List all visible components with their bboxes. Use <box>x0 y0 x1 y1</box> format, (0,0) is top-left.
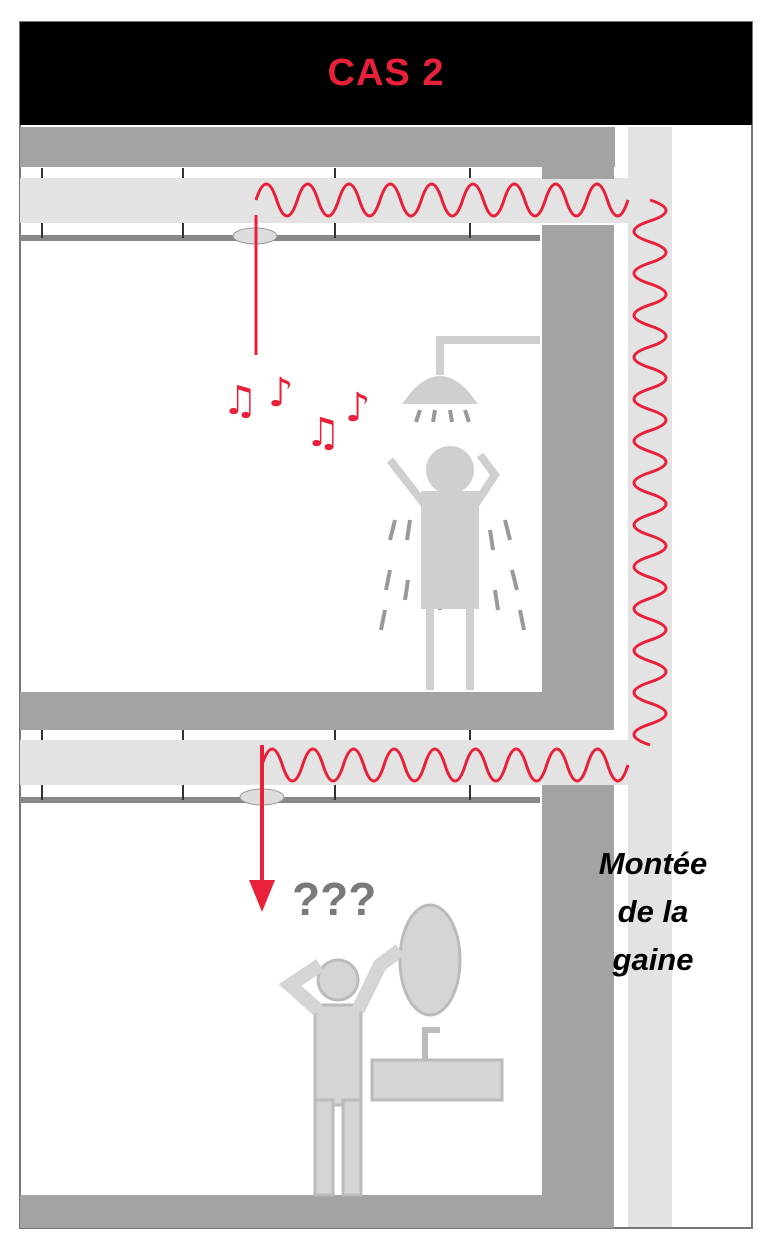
music-notes-icon: ♫ <box>222 378 258 424</box>
upper-wall <box>542 225 614 730</box>
middle-slab <box>20 692 614 730</box>
lower-duct <box>20 740 628 785</box>
header-bar <box>20 22 752 125</box>
lower-duct-wave <box>260 747 630 783</box>
shaft-label-line: gaine <box>612 942 694 977</box>
page-title: CAS 2 <box>327 52 445 94</box>
music-notes-icon: ♫ <box>305 410 341 456</box>
shaft-label: Montée de la gaine <box>578 840 728 984</box>
music-notes-icon: ♪ <box>345 385 371 431</box>
lower-wall <box>542 785 614 1228</box>
shaft-label-line: de la <box>617 894 689 929</box>
upper-duct-wave <box>254 182 630 218</box>
upper-ceiling-line <box>20 235 540 241</box>
music-notes-icon: ♪ <box>268 370 294 416</box>
question-marks: ??? <box>292 873 377 925</box>
confused-person-group <box>278 903 504 1197</box>
mirror-icon <box>398 903 462 1017</box>
hangers <box>41 168 471 800</box>
shower-person-icon <box>379 336 540 690</box>
top-slab <box>20 127 615 167</box>
arrow-down-icon <box>249 880 275 912</box>
upper-duct <box>20 178 628 223</box>
confused-person-icon <box>316 958 360 1002</box>
bottom-slab <box>20 1195 614 1228</box>
faucet-icon <box>422 1027 440 1060</box>
wall-cap <box>542 167 614 179</box>
sink-icon <box>370 1058 504 1102</box>
shaft-wave <box>632 198 668 747</box>
shaft-label-line: Montée <box>598 846 708 881</box>
sound-path <box>254 182 668 895</box>
